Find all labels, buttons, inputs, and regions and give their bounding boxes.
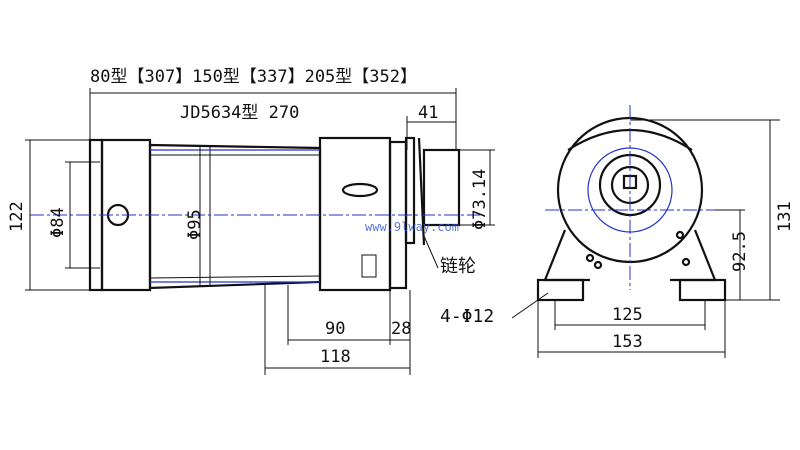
dim-122: 122 (7, 201, 27, 232)
callouts: 链轮 4-Φ12 (423, 235, 549, 327)
dim-131: 131 (775, 201, 795, 232)
dim-dia-84: Φ84 (48, 207, 68, 238)
dim-92-5: 92.5 (730, 231, 750, 272)
variants-label: 80型【307】150型【337】205型【352】 (90, 67, 417, 87)
dim-153: 153 (612, 332, 643, 352)
left-dimensions: 122 Φ84 Φ95 Φ73.14 (7, 139, 495, 291)
side-view (30, 136, 480, 292)
mount-holes-label: 4-Φ12 (440, 306, 494, 327)
dim-dia-95: Φ95 (185, 209, 205, 240)
sprocket-label: 链轮 (440, 256, 476, 277)
dim-118: 118 (320, 347, 351, 367)
dim-41: 41 (418, 103, 438, 123)
model-length-label: JD5634型 270 (180, 103, 299, 123)
dim-125: 125 (612, 305, 643, 325)
top-dimensions: 80型【307】150型【337】205型【352】 JD5634型 270 4… (89, 67, 457, 150)
front-view: 125 153 131 92.5 (536, 105, 795, 358)
watermark: www.9lway.com (365, 220, 459, 234)
bottom-dimensions: 90 28 118 (264, 285, 411, 375)
dim-dia-73: Φ73.14 (470, 169, 490, 230)
dim-28: 28 (391, 319, 411, 339)
dim-90: 90 (325, 319, 345, 339)
